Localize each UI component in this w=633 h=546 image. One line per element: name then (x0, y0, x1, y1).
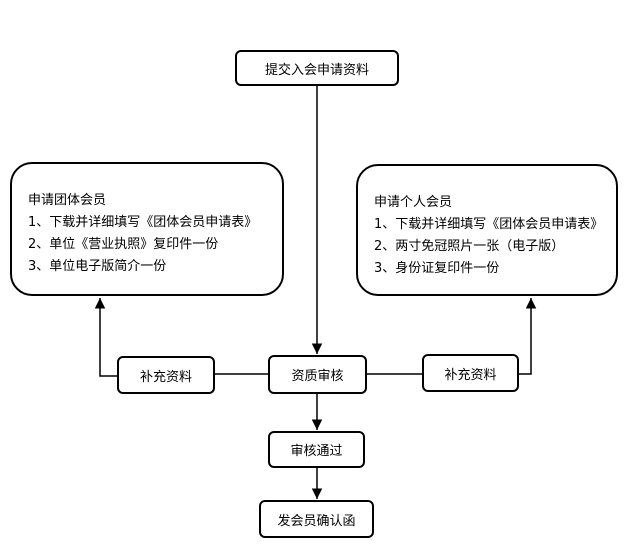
node-confirmation-letter: 发会员确认函 (259, 500, 374, 538)
supplement-right-label: 补充资料 (444, 367, 497, 383)
individual-requirement-1: 1、下载并详细填写《团体会员申请表》 (374, 217, 604, 232)
review-approved-label: 审核通过 (290, 444, 343, 459)
group-requirement-1: 1、下载并详细填写《团体会员申请表》 (28, 215, 258, 230)
arrow-supplement-right-to-individual (519, 298, 537, 375)
node-supplement-right: 补充资料 (422, 354, 519, 392)
group-requirement-3: 3、单位电子版简介一份 (28, 259, 167, 274)
arrow-supplement-left-to-group (94, 298, 117, 377)
individual-membership-title: 申请个人会员 (374, 195, 453, 210)
confirmation-letter-label: 发会员确认函 (277, 513, 356, 529)
node-qualification-review: 资质审核 (268, 355, 367, 394)
node-group-membership: 申请团体会员 1、下载并详细填写《团体会员申请表》 2、单位《营业执照》复印件一… (10, 162, 284, 296)
qualification-review-label: 资质审核 (291, 369, 344, 384)
group-requirement-2: 2、单位《营业执照》复印件一份 (28, 237, 219, 252)
individual-requirement-3: 3、身份证复印件一份 (374, 261, 500, 276)
node-supplement-left: 补充资料 (117, 356, 215, 394)
node-submit-application: 提交入会申请资料 (235, 50, 399, 86)
node-submit-label: 提交入会申请资料 (264, 62, 369, 78)
group-membership-title: 申请团体会员 (28, 193, 107, 208)
supplement-left-label: 补充资料 (139, 369, 192, 385)
node-individual-membership: 申请个人会员 1、下载并详细填写《团体会员申请表》 2、两寸免冠照片一张（电子版… (356, 164, 618, 296)
individual-requirement-2: 2、两寸免冠照片一张（电子版） (374, 239, 565, 254)
node-review-approved: 审核通过 (268, 431, 365, 468)
